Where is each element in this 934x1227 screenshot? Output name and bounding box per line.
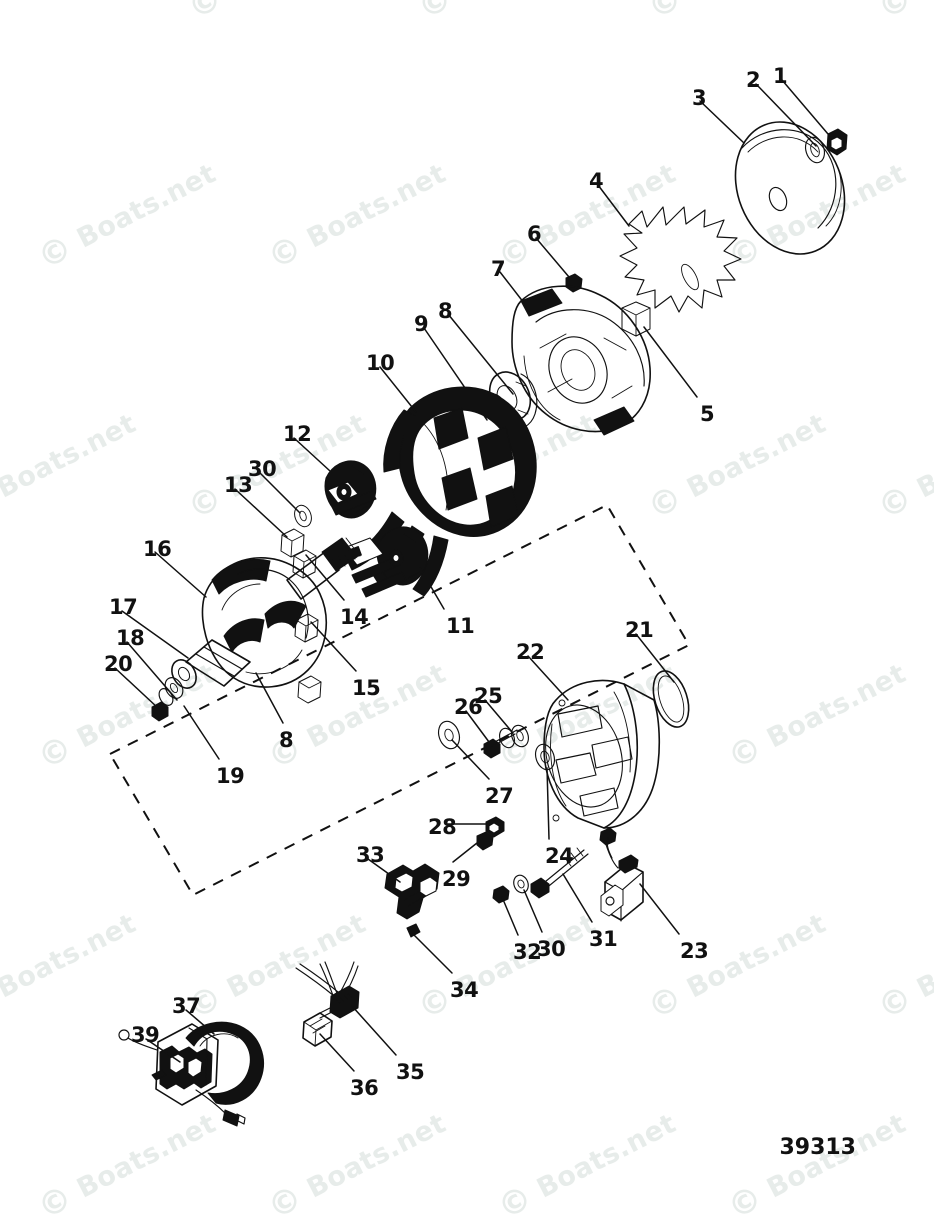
callout-label-28: 28 — [428, 815, 457, 839]
part-27-washer — [437, 720, 461, 750]
callout-label-31: 31 — [589, 927, 618, 951]
part-37-cover-gasket — [185, 1021, 264, 1105]
callout-label-39: 39 — [131, 1023, 160, 1047]
callout-label-15: 15 — [352, 676, 381, 700]
callout-label-5: 5 — [700, 402, 715, 426]
callout-label-10: 10 — [366, 351, 395, 375]
exploded-view-artwork: .ln{fill:none;stroke:#111;stroke-width:1… — [108, 79, 848, 1127]
callout-label-30: 30 — [248, 457, 277, 481]
part-17-slip-ring — [171, 639, 251, 689]
diagram-id-number: 39313 — [779, 1135, 856, 1160]
part-12-diode-trio — [324, 460, 377, 519]
part-26-washer — [499, 727, 515, 749]
callout-label-20: 20 — [104, 652, 133, 676]
callout-label-7: 7 — [491, 257, 506, 281]
callout-label-27: 27 — [485, 784, 514, 808]
callout-label-23: 23 — [680, 939, 709, 963]
callout-label-25: 25 — [474, 684, 503, 708]
callout-label-26: 26 — [454, 695, 483, 719]
callout-label-30: 30 — [537, 937, 566, 961]
callout-label-1: 1 — [773, 64, 788, 88]
part-5-spacer-collar — [621, 301, 651, 337]
callout-label-32: 32 — [513, 940, 542, 964]
part-24-washer — [534, 743, 556, 771]
part-15b-insulator-sleeve — [297, 675, 322, 704]
part-36-terminal-block — [302, 1012, 333, 1047]
part-15-insulator-sleeve — [294, 613, 319, 643]
part-7-drive-end-housing — [511, 285, 651, 436]
callout-label-29: 29 — [442, 867, 471, 891]
leader-lines — [114, 79, 829, 1072]
part-28-nut — [485, 816, 505, 838]
callout-label-36: 36 — [350, 1076, 379, 1100]
callout-label-9: 9 — [414, 312, 429, 336]
part-16-rotor-assembly — [151, 537, 361, 722]
callout-label-19: 19 — [216, 764, 245, 788]
part-31-stud — [530, 847, 589, 899]
part-3-pulley — [734, 121, 846, 255]
callout-label-8: 8 — [279, 728, 294, 752]
part-29-lock-washer — [476, 831, 494, 851]
callout-label-6: 6 — [527, 222, 542, 246]
callout-label-3: 3 — [692, 86, 707, 110]
callout-label-12: 12 — [283, 422, 312, 446]
callout-label-11: 11 — [446, 614, 475, 638]
callout-label-16: 16 — [143, 537, 172, 561]
part-30b-screw — [513, 874, 529, 894]
callout-label-2: 2 — [746, 68, 761, 92]
part-32-lock-washer — [492, 885, 510, 904]
callout-label-37: 37 — [172, 994, 201, 1018]
part-1-nut — [826, 128, 848, 156]
callout-label-33: 33 — [356, 843, 385, 867]
callout-label-14: 14 — [340, 605, 369, 629]
part-30-washer-upper — [294, 504, 312, 528]
part-22-rear-end-housing — [543, 679, 661, 869]
part-19-bearing — [164, 677, 184, 699]
part-23-capacitor — [600, 837, 644, 922]
callout-label-22: 22 — [516, 640, 545, 664]
callout-label-8: 8 — [438, 299, 453, 323]
callout-label-13: 13 — [224, 473, 253, 497]
callout-label-21: 21 — [625, 618, 654, 642]
part-4-cooling-fan — [619, 206, 742, 313]
part-25-through-bolt — [483, 724, 529, 759]
callout-label-35: 35 — [396, 1060, 425, 1084]
callout-label-4: 4 — [589, 169, 604, 193]
part-21-o-ring — [652, 670, 690, 728]
callout-label-34: 34 — [450, 978, 479, 1002]
callout-label-17: 17 — [109, 595, 138, 619]
callout-label-18: 18 — [116, 626, 145, 650]
part-34-brush-spring — [406, 923, 421, 938]
part-10-stator-assembly — [345, 386, 537, 597]
callout-label-24: 24 — [545, 844, 574, 868]
part-35-wiring-harness — [295, 961, 360, 1019]
part-33-brush-holder — [384, 863, 440, 920]
group-boundary-box — [108, 503, 691, 897]
